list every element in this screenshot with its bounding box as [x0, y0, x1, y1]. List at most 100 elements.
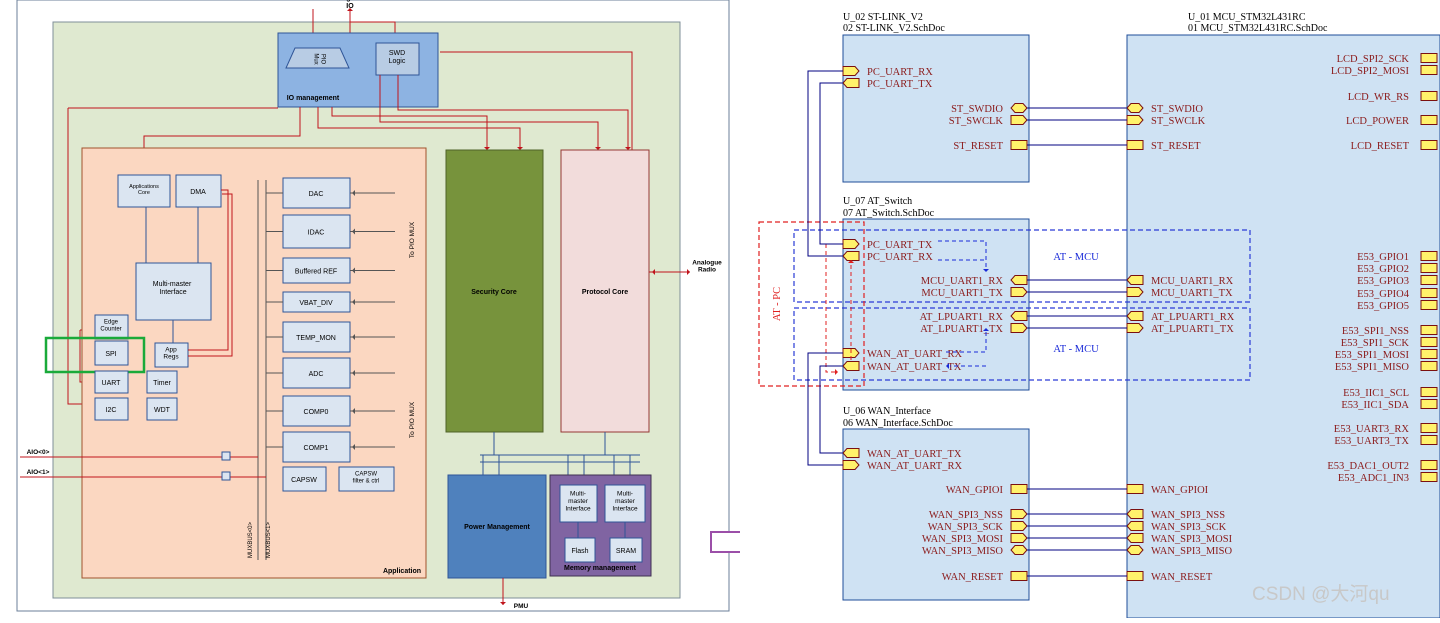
u07-label-left-1: PC_UART_RX — [867, 252, 933, 263]
u02-label-st-swdio: ST_SWDIO — [951, 104, 1003, 115]
pio-mux-label: PIOMux — [313, 53, 326, 64]
red-app-regs — [188, 189, 229, 351]
u01-port-left-3 — [1126, 275, 1144, 285]
u01-label-right-9: E53_GPIO5 — [1357, 301, 1409, 312]
u06-label-right-3: WAN_SPI3_MOSI — [922, 534, 1004, 545]
u07-port-left-0 — [842, 239, 860, 249]
capsw-label: CAPSW — [291, 477, 317, 484]
memory-management-label: Memory management — [564, 565, 637, 572]
wire-wan-rx — [807, 352, 843, 466]
u01-label-right-1: LCD_SPI2_MOSI — [1331, 66, 1410, 77]
analog-block-1 — [282, 214, 351, 249]
timer-block — [146, 370, 178, 394]
u06-label-right-1: WAN_SPI3_NSS — [929, 510, 1003, 521]
at-mcu-label-2: AT - MCU — [1053, 344, 1099, 355]
io-wire-l8 — [379, 75, 599, 150]
dash-red-1 — [825, 244, 836, 373]
aio0-label: AIO<0> — [27, 449, 50, 456]
u01-port-right-0 — [1420, 53, 1438, 63]
radio-arrow — [687, 269, 690, 275]
aio1-label: AIO<1> — [27, 469, 50, 476]
u06-label-left-1: WAN_AT_UART_RX — [867, 461, 962, 472]
u01-port-right-5 — [1420, 251, 1438, 261]
u07-port-right-3 — [1010, 323, 1028, 333]
u02-label-pc-uart-tx: PC_UART_TX — [867, 79, 933, 90]
dma-block — [175, 174, 222, 208]
uart-label: UART — [102, 380, 122, 387]
u06-label-right-4: WAN_SPI3_MISO — [922, 546, 1004, 557]
application-label: Application — [383, 568, 421, 575]
u01-label-right-0: LCD_SPI2_SCK — [1337, 54, 1410, 65]
flash-label: Flash — [571, 548, 588, 555]
u01-label-left-2: ST_RESET — [1151, 141, 1201, 152]
u01-port-left-0 — [1126, 103, 1144, 113]
analog-block-label-1: IDAC — [308, 230, 325, 237]
u01-label-right-14: E53_IIC1_SCL — [1343, 388, 1409, 399]
u02-doc: 02 ST-LINK_V2.SchDoc — [843, 23, 945, 34]
analog-out-arrow-0 — [352, 190, 355, 196]
protocol-core-block — [560, 149, 650, 433]
u06-port-right-1 — [1010, 509, 1028, 519]
security-core-block — [445, 149, 544, 433]
i2c-block — [94, 397, 129, 421]
u07-port-left-1 — [842, 251, 860, 261]
dash-route-3-arrow — [983, 328, 989, 331]
u01-port-left-1 — [1126, 115, 1144, 125]
at-mcu-box-2 — [793, 307, 1251, 381]
u07-label-right-1: MCU_UART1_TX — [921, 288, 1003, 299]
u06-label-right-5: WAN_RESET — [942, 572, 1004, 583]
analog-block-label-3: VBAT_DIV — [299, 300, 333, 307]
wire-pc-rx — [807, 70, 843, 257]
pmu-label: PMU — [514, 603, 529, 610]
u01-doc: 01 MCU_STM32L431RC.SchDoc — [1188, 23, 1328, 34]
u01-label-left-7: WAN_GPIOI — [1151, 485, 1209, 496]
u01-label-right-2: LCD_WR_RS — [1348, 92, 1409, 103]
u01-port-left-9 — [1126, 521, 1144, 531]
timer-label: Timer — [153, 380, 171, 387]
analog-out-arrow-2 — [352, 267, 355, 274]
u01-port-right-10 — [1420, 325, 1438, 335]
io-wire-l9 — [397, 75, 629, 150]
u02-port-st-swclk — [1010, 115, 1028, 125]
io-arrow-2 — [484, 147, 490, 150]
dash-red-2-arrow — [848, 260, 854, 263]
dash-route-1 — [938, 240, 987, 268]
io-arrow-1 — [517, 147, 523, 150]
u01-port-right-9 — [1420, 300, 1438, 310]
u01-label-right-4: LCD_RESET — [1351, 141, 1410, 152]
u02-port-pc-uart-rx — [842, 66, 860, 76]
u01-port-left-2 — [1126, 140, 1144, 150]
u01-sheet — [1126, 34, 1440, 619]
u07-port-left-3 — [842, 361, 860, 371]
u01-port-right-18 — [1420, 460, 1438, 470]
u01-port-left-4 — [1126, 287, 1144, 297]
u01-port-left-8 — [1126, 509, 1144, 519]
u07-label-left-3: WAN_AT_UART_TX — [867, 362, 962, 373]
app-regs-block — [154, 342, 189, 368]
at-pc-label: AT - PC — [772, 287, 783, 321]
u01-label-left-10: WAN_SPI3_MOSI — [1151, 534, 1233, 545]
capsw-filter-block — [338, 466, 395, 492]
u02-label-st-reset: ST_RESET — [953, 141, 1003, 152]
pmu-arrow — [500, 602, 506, 605]
u01-port-right-17 — [1420, 435, 1438, 445]
u02-label-pc-uart-rx: PC_UART_RX — [867, 67, 933, 78]
analog-out-arrow-5 — [352, 370, 355, 376]
analog-out-arrow-7 — [352, 444, 355, 450]
u02-label-st-swclk: ST_SWCLK — [949, 116, 1004, 127]
u06-port-right-3 — [1010, 533, 1028, 543]
u06-port-right-5 — [1010, 571, 1028, 581]
u07-port-right-0 — [1010, 275, 1028, 285]
dma-label: DMA — [190, 189, 206, 196]
protocol-core-label: Protocol Core — [582, 289, 628, 296]
analog-out-arrow-4 — [352, 334, 355, 340]
io-wire-l7 — [331, 107, 488, 150]
u02-port-pc-uart-tx — [842, 78, 860, 88]
u01-port-right-6 — [1420, 263, 1438, 273]
multimaster-block — [135, 262, 212, 321]
u01-port-right-13 — [1420, 361, 1438, 371]
u06-label-right-0: WAN_GPIOI — [946, 485, 1004, 496]
